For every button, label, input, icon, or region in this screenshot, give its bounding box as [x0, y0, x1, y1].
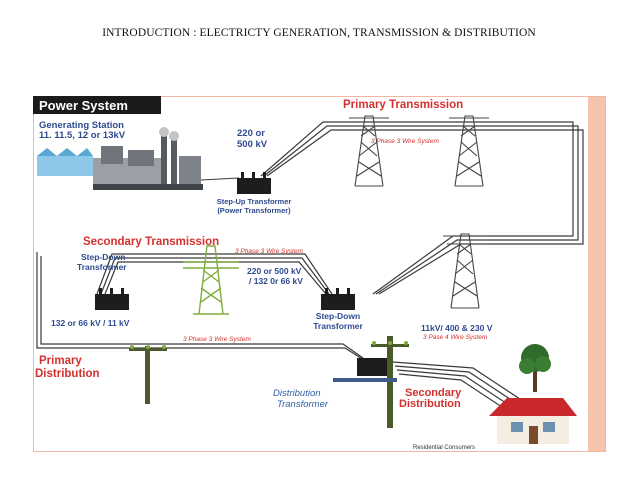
- tree-icon: [519, 344, 551, 392]
- distribution-wire-label: 3 Pase 4 Wire System: [423, 334, 488, 341]
- generating-station-label: Generating Station: [39, 120, 124, 131]
- distribution-pole: [333, 336, 409, 428]
- step-down-left-transformer-icon: [95, 288, 129, 310]
- step-up-transformer-sublabel: (Power Transformer): [217, 206, 291, 215]
- page-heading: INTRODUCTION : ELECTRICTY GENERATION, TR…: [102, 27, 536, 39]
- step-up-voltage-line2: 500 kV: [237, 139, 268, 150]
- banner-text: Power System: [39, 98, 128, 113]
- secondary-transmission-title: Secondary Transmission: [83, 236, 219, 248]
- primary-distribution-subtitle: Distribution: [35, 368, 100, 380]
- primary-tower-2: [449, 115, 489, 187]
- generating-station-voltage: 11. 11.5, 12 or 13kV: [39, 130, 126, 141]
- primary-transmission-wire-label: 3 Phase 3 Wire System: [371, 138, 439, 145]
- generator-feed-wire: [200, 177, 240, 181]
- distribution-transformer-icon: [357, 358, 387, 376]
- distribution-voltage-label: 11kV/ 400 & 230 V: [421, 323, 493, 333]
- step-down-right-transformer-icon: [321, 288, 355, 310]
- step-up-transformer-label: Step-Up Transformer: [217, 197, 292, 206]
- secondary-distribution-subtitle: Distribution: [399, 398, 461, 410]
- primary-tower-3: [443, 233, 487, 309]
- step-down-right-label: Step-Down: [316, 311, 360, 321]
- step-down-left-sublabel: Transformer: [77, 262, 127, 272]
- distribution-transformer-sublabel: Transformer: [277, 399, 329, 410]
- left-voltage-label: 132 or 66 kV / 11 kV: [51, 318, 130, 328]
- secondary-voltage-line1: 220 or 500 kV: [247, 266, 302, 276]
- power-system-diagram: Power System Generating Station 11. 11.5…: [32, 95, 607, 453]
- secondary-transmission-wire-label: 3 Phase 3 Wire System: [235, 248, 303, 255]
- secondary-green-tower: [183, 245, 239, 315]
- step-down-right-sublabel: Transformer: [313, 321, 363, 331]
- step-up-transformer-icon: [237, 172, 271, 194]
- primary-tower-1: [349, 115, 389, 187]
- left-distribution-pole: [129, 345, 167, 404]
- house-icon: [489, 398, 577, 444]
- distribution-transformer-label: Distribution: [273, 388, 321, 399]
- primary-distribution-title: Primary: [39, 355, 82, 367]
- primary-transmission-title: Primary Transmission: [343, 99, 463, 111]
- secondary-distribution-title: Secondary: [405, 387, 462, 399]
- right-frame-strip: [588, 96, 606, 452]
- residential-consumers-label: Residential Consumers: [413, 445, 475, 451]
- generating-station-icon: [37, 127, 203, 190]
- step-down-left-label: Step-Down: [81, 252, 125, 262]
- step-up-voltage-line1: 220 or: [237, 128, 265, 139]
- power-system-banner: [33, 96, 161, 114]
- secondary-voltage-line2: / 132 0r 66 kV: [249, 276, 303, 286]
- primary-distribution-wire-label: 3 Phase 3 Wire System: [183, 336, 251, 343]
